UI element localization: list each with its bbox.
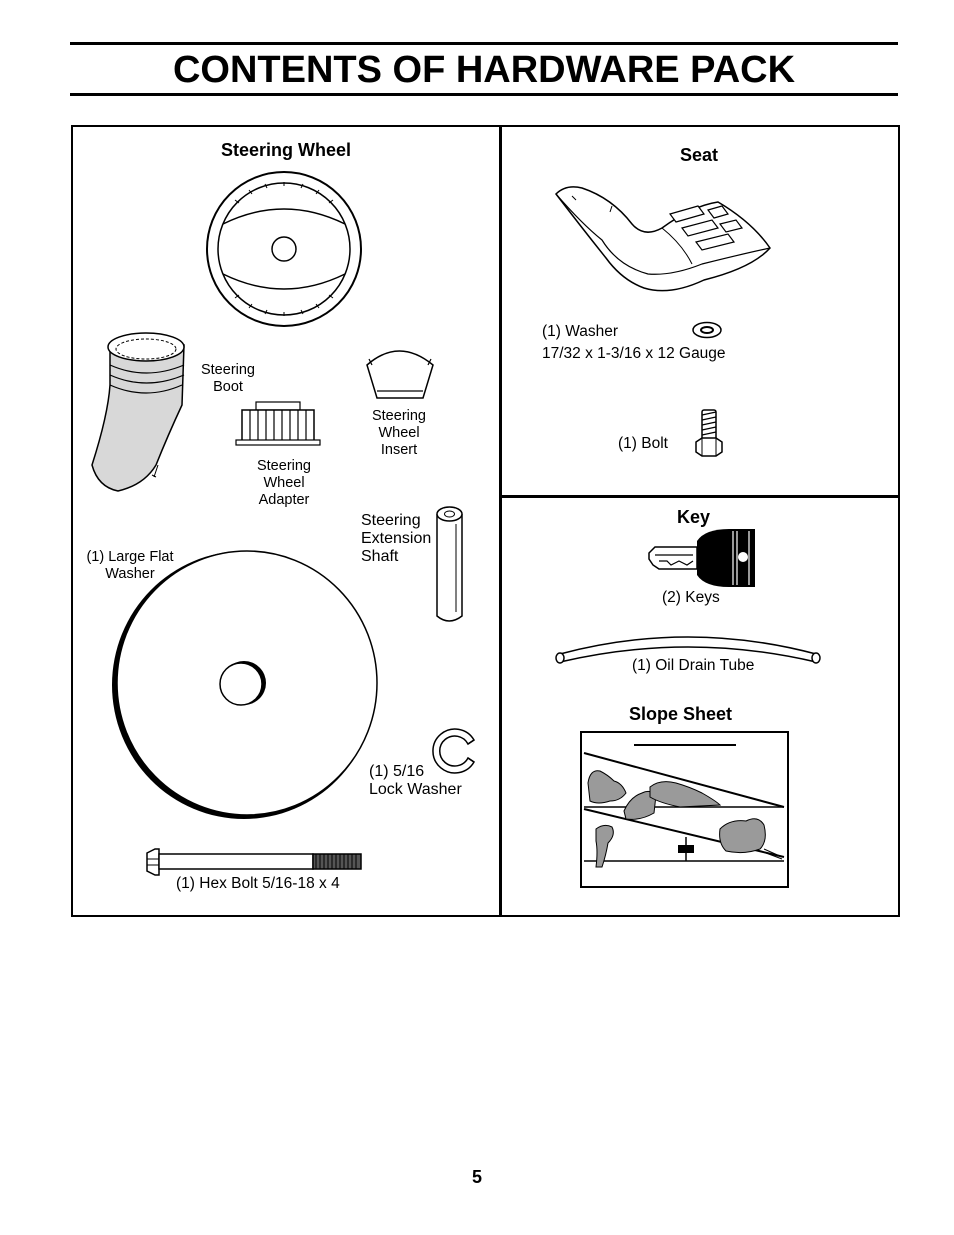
hex-bolt-illustration bbox=[146, 848, 362, 876]
seat-panel bbox=[499, 125, 900, 498]
key-illustration bbox=[648, 529, 755, 587]
seat-heading: Seat bbox=[680, 145, 719, 165]
key-panel bbox=[499, 495, 900, 917]
oil-drain-tube-illustration bbox=[555, 636, 821, 664]
steering-extension-shaft-label: Steering Extension Shaft bbox=[361, 512, 432, 565]
steering-wheel-adapter-label: Steering Wheel Adapter bbox=[256, 458, 311, 508]
steering-boot-label: Steering Boot bbox=[200, 362, 255, 395]
oil-drain-tube-label: (1) Oil Drain Tube bbox=[632, 657, 755, 674]
hex-bolt-label: (1) Hex Bolt 5/16-18 x 4 bbox=[176, 875, 340, 892]
keys-label: (2) Keys bbox=[662, 589, 720, 606]
steering-wheel-insert-label: Steering Wheel Insert bbox=[371, 408, 426, 458]
steering-wheel-illustration bbox=[206, 171, 362, 327]
steering-wheel-adapter-illustration bbox=[235, 401, 321, 446]
large-flat-washer-label: (1) Large Flat Washer bbox=[86, 549, 174, 582]
bolt-icon bbox=[695, 409, 723, 457]
steering-boot-illustration bbox=[91, 332, 185, 492]
left-panel bbox=[71, 125, 502, 917]
washer-size-label: 17/32 x 1-3/16 x 12 Gauge bbox=[542, 345, 726, 362]
steering-extension-shaft-illustration bbox=[436, 506, 463, 622]
slope-sheet-illustration bbox=[580, 731, 789, 888]
slope-sheet-heading: Slope Sheet bbox=[629, 704, 733, 724]
bolt-label: (1) Bolt bbox=[618, 435, 668, 452]
key-heading: Key bbox=[677, 507, 711, 527]
washer-icon bbox=[692, 321, 722, 339]
lock-washer-label: (1) 5/16 Lock Washer bbox=[369, 763, 462, 798]
steering-wheel-heading: Steering Wheel bbox=[221, 140, 352, 160]
washer-label: (1) Washer bbox=[542, 323, 619, 340]
top-rule bbox=[70, 42, 898, 45]
steering-wheel-insert-illustration bbox=[366, 350, 434, 399]
large-flat-washer-illustration bbox=[112, 550, 378, 819]
bottom-rule bbox=[70, 93, 898, 96]
page-number: 5 bbox=[471, 1167, 482, 1187]
page-title: CONTENTS OF HARDWARE PACK bbox=[172, 49, 796, 91]
seat-illustration bbox=[555, 186, 771, 292]
lock-washer-illustration bbox=[432, 728, 476, 774]
